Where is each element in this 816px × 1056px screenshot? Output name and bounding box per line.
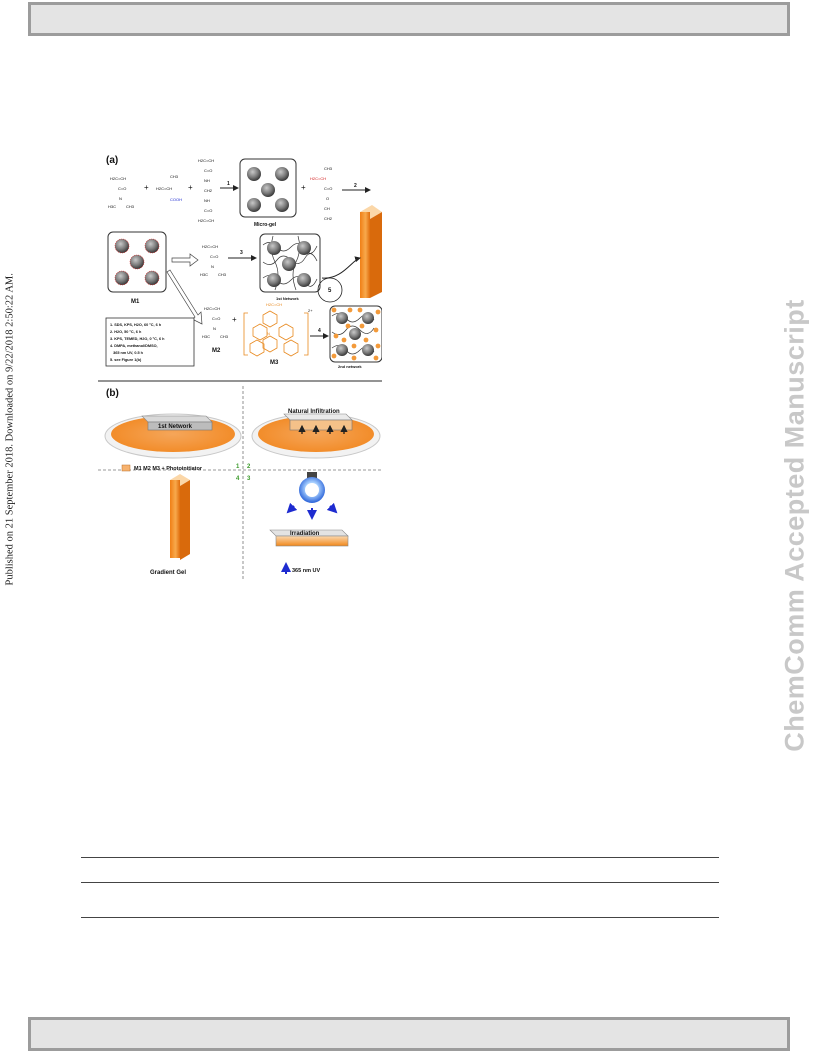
gradient-gel-label: Gradient Gel xyxy=(150,570,186,576)
svg-text:C=O: C=O xyxy=(118,186,126,191)
gradient-gel-pillar-b xyxy=(170,474,190,560)
svg-text:+: + xyxy=(188,183,193,192)
svg-text:H2C=CH: H2C=CH xyxy=(204,306,220,311)
publication-notice: Published on 21 September 2018. Download… xyxy=(4,273,16,586)
m1-box xyxy=(107,231,167,293)
svg-text:C=O: C=O xyxy=(204,208,212,213)
m3-charge: 2+ xyxy=(308,308,313,313)
arrow-label-3: 3 xyxy=(240,250,243,256)
svg-text:CH3: CH3 xyxy=(324,166,333,171)
first-network-label: 1st Network xyxy=(276,296,299,301)
gma-monomer: CH3 H2C=CH C=O O CH CH2 xyxy=(310,166,333,221)
svg-text:NH: NH xyxy=(204,198,210,203)
crosslinker: H2C=CH C=O NH CH2 NH C=O H2C=CH xyxy=(198,158,214,223)
svg-text:O: O xyxy=(326,196,329,201)
svg-text:+: + xyxy=(144,183,149,192)
svg-text:3. KPS, TEMED, H2O, 0 °C, 6 h: 3. KPS, TEMED, H2O, 0 °C, 6 h xyxy=(110,337,165,341)
first-network-box xyxy=(259,233,321,293)
svg-text:C=O: C=O xyxy=(324,186,332,191)
svg-text:H3C: H3C xyxy=(200,272,208,277)
svg-text:NH: NH xyxy=(204,178,210,183)
gradient-gel-pillar-a xyxy=(360,205,382,298)
quadrant-4: 4 xyxy=(236,476,240,482)
svg-text:N: N xyxy=(267,331,270,336)
dish-natural-infiltration xyxy=(251,413,381,459)
quadrant-1: 1 xyxy=(236,464,240,470)
svg-text:CH2: CH2 xyxy=(324,216,333,221)
irradiation-label: Irradiation xyxy=(290,531,320,537)
m3-complex: H2C=CH N xyxy=(243,302,309,357)
svg-text:H2C=CH: H2C=CH xyxy=(266,302,282,307)
svg-text:CH3: CH3 xyxy=(170,174,179,179)
footer-bar xyxy=(28,1017,790,1051)
svg-text:C=O: C=O xyxy=(204,168,212,173)
svg-text:H3C: H3C xyxy=(202,334,210,339)
uv-label: 365 nm UV xyxy=(292,568,320,574)
uv-lamp-icon xyxy=(286,472,338,520)
svg-text:1. SDS, KPS, H2O, 60 °C, 6 h: 1. SDS, KPS, H2O, 60 °C, 6 h xyxy=(110,323,162,327)
svg-text:H2C=CH: H2C=CH xyxy=(198,158,214,163)
m2-label: M2 xyxy=(212,348,221,354)
svg-text:5. see Figure 1(b): 5. see Figure 1(b) xyxy=(110,358,142,362)
arrow-label-1: 1 xyxy=(227,181,230,187)
arrow-label-5: 5 xyxy=(328,288,332,294)
dmaa-monomer: H2C=CH C=O N H3C CH3 xyxy=(108,176,135,209)
svg-text:H2C=CH: H2C=CH xyxy=(110,176,126,181)
natural-infiltration-label: Natural Infiltration xyxy=(288,409,340,415)
legend-text: M1 M2 M3 + Photoinitiator xyxy=(134,466,203,472)
svg-text:CH3: CH3 xyxy=(218,272,227,277)
svg-text:+: + xyxy=(301,183,306,192)
svg-text:COOH: COOH xyxy=(170,197,182,202)
svg-text:365 nm UV, 0.5 h: 365 nm UV, 0.5 h xyxy=(110,351,144,355)
svg-text:CH3: CH3 xyxy=(220,334,229,339)
svg-text:CH2: CH2 xyxy=(204,188,213,193)
header-bar xyxy=(28,2,790,36)
svg-text:N: N xyxy=(211,264,214,269)
arrow-label-2: 2 xyxy=(354,183,357,189)
svg-text:4. DMPA, methanol/DMSO,: 4. DMPA, methanol/DMSO, xyxy=(110,344,158,348)
microgel-box xyxy=(239,158,297,218)
quadrant-2: 2 xyxy=(247,464,251,470)
svg-text:+: + xyxy=(232,315,237,324)
svg-text:CH3: CH3 xyxy=(126,204,135,209)
second-network-box xyxy=(329,305,382,363)
panel-b-label: (b) xyxy=(106,388,119,399)
panel-a-label: (a) xyxy=(106,155,118,166)
first-network-bar-label: 1st Network xyxy=(158,424,193,430)
svg-text:CH: CH xyxy=(324,206,330,211)
svg-text:H2C=CH: H2C=CH xyxy=(310,176,326,181)
svg-text:N: N xyxy=(213,326,216,331)
microgel-label: Micro-gel xyxy=(254,222,277,228)
svg-text:H2C=CH: H2C=CH xyxy=(156,186,172,191)
accepted-manuscript-watermark: ChemComm Accepted Manuscript xyxy=(779,299,810,752)
m1-label: M1 xyxy=(131,299,140,305)
svg-text:C=O: C=O xyxy=(212,316,220,321)
arrow-label-4: 4 xyxy=(318,328,321,334)
second-network-label: 2nd network xyxy=(338,364,362,369)
svg-text:2. H2O, 50 °C, 6 h: 2. H2O, 50 °C, 6 h xyxy=(110,330,142,334)
m3-label: M3 xyxy=(270,360,279,366)
reaction-conditions-box: 1. SDS, KPS, H2O, 60 °C, 6 h 2. H2O, 50 … xyxy=(105,317,195,367)
table-rule-middle xyxy=(81,882,719,883)
quadrant-3: 3 xyxy=(247,476,251,482)
irradiation-gel-bar xyxy=(269,529,349,547)
dish-1st-network xyxy=(104,413,242,459)
svg-text:C=O: C=O xyxy=(210,254,218,259)
svg-text:N: N xyxy=(119,196,122,201)
table-rule-bottom xyxy=(81,917,719,918)
figure-1: (a) H2C=CH C=O N H3C CH3 + CH3 H2C=CH CO… xyxy=(98,155,382,580)
table-rule-top xyxy=(81,857,719,858)
maa-monomer: CH3 H2C=CH COOH xyxy=(156,174,182,202)
svg-text:H2C=CH: H2C=CH xyxy=(202,244,218,249)
m2-monomer: H2C=CH C=O N H3C CH3 xyxy=(202,306,229,339)
svg-text:H3C: H3C xyxy=(108,204,116,209)
dmaa-monomer-2: H2C=CH C=O N H3C CH3 xyxy=(200,244,227,277)
svg-text:H2C=CH: H2C=CH xyxy=(198,218,214,223)
